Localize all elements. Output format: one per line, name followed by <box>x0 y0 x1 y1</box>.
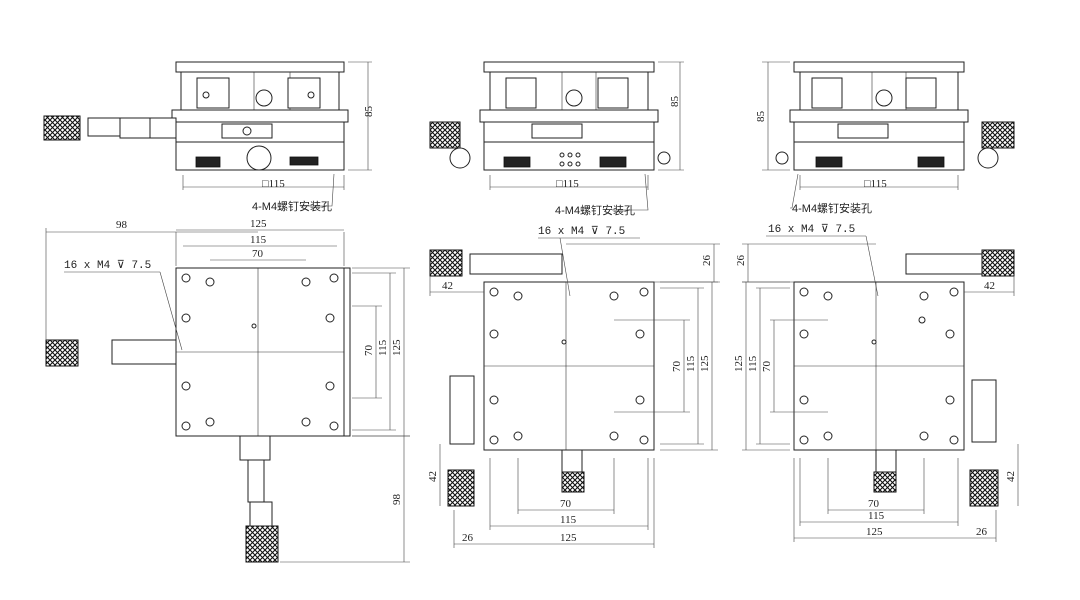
mount-hole-note-right: 4-M4螺钉安装孔 <box>792 201 872 215</box>
dim-125-right-middle: 125 <box>699 355 711 372</box>
front-view-right: □115 85 4-M4螺钉安装孔 <box>755 61 1015 215</box>
front-view-middle: □115 85 4-M4螺钉安装孔 <box>429 61 684 217</box>
dim-125-bottom-right: 125 <box>866 526 883 538</box>
dim-125-right-left: 125 <box>391 339 403 356</box>
dim-70-right-middle: 70 <box>671 361 683 373</box>
holes-spec-middle: 16 x M4 ⊽ 7.5 <box>538 225 625 238</box>
dim-42-top-middle: 42 <box>442 280 453 292</box>
dim-42-top-right: 42 <box>984 280 995 292</box>
dim-115-front-left: □115 <box>262 178 285 190</box>
dim-26-bottom-right: 26 <box>976 526 988 538</box>
dim-85-front-middle: 85 <box>669 96 681 108</box>
dim-115-left-right: 115 <box>747 355 759 372</box>
dim-115-front-middle: □115 <box>556 178 579 190</box>
dim-70-bottom-right: 70 <box>868 498 880 510</box>
dim-125-bottom-middle: 125 <box>560 532 577 544</box>
mount-hole-note-left: 4-M4螺钉安装孔 <box>252 199 332 213</box>
top-view-right: 42 26 16 x M4 ⊽ 7.5 70 115 125 70 115 12… <box>733 223 1019 542</box>
front-view-left: □115 85 4-M4螺钉安装孔 <box>43 61 375 213</box>
dim-42-right-right: 42 <box>1005 471 1017 482</box>
dim-115-right-left: 115 <box>377 339 389 356</box>
dim-26-top-middle: 26 <box>701 255 713 267</box>
dim-70-right-left: 70 <box>363 345 375 357</box>
dim-98-vertical-left: 98 <box>391 494 403 506</box>
holes-spec-right: 16 x M4 ⊽ 7.5 <box>768 223 855 236</box>
dim-125-left-right: 125 <box>733 355 745 372</box>
dim-70-left-right: 70 <box>761 361 773 373</box>
dim-98-top-left: 98 <box>116 219 128 231</box>
mount-hole-note-middle: 4-M4螺钉安装孔 <box>555 203 635 217</box>
dim-26-bottom-middle: 26 <box>462 532 474 544</box>
top-view-middle: 42 26 16 x M4 ⊽ 7.5 70 115 125 70 115 26… <box>427 225 720 548</box>
dim-115-bottom-right: 115 <box>868 510 885 522</box>
dim-42-left-middle: 42 <box>427 471 439 482</box>
dim-70-top-left: 70 <box>252 248 264 260</box>
holes-spec-left: 16 x M4 ⊽ 7.5 <box>64 259 151 272</box>
dim-85-front-right: 85 <box>755 111 767 123</box>
dim-70-bottom-middle: 70 <box>560 498 572 510</box>
dim-115-front-right: □115 <box>864 178 887 190</box>
dim-125-top-left: 125 <box>250 218 267 230</box>
dim-26-top-right: 26 <box>735 255 747 267</box>
dim-85-front-left: 85 <box>363 106 375 118</box>
dim-115-top-left: 115 <box>250 234 267 246</box>
dim-115-right-middle: 115 <box>685 355 697 372</box>
dim-115-bottom-middle: 115 <box>560 514 577 526</box>
top-view-left: 98 125 115 70 16 x M4 ⊽ 7.5 70 115 125 9… <box>45 218 410 563</box>
